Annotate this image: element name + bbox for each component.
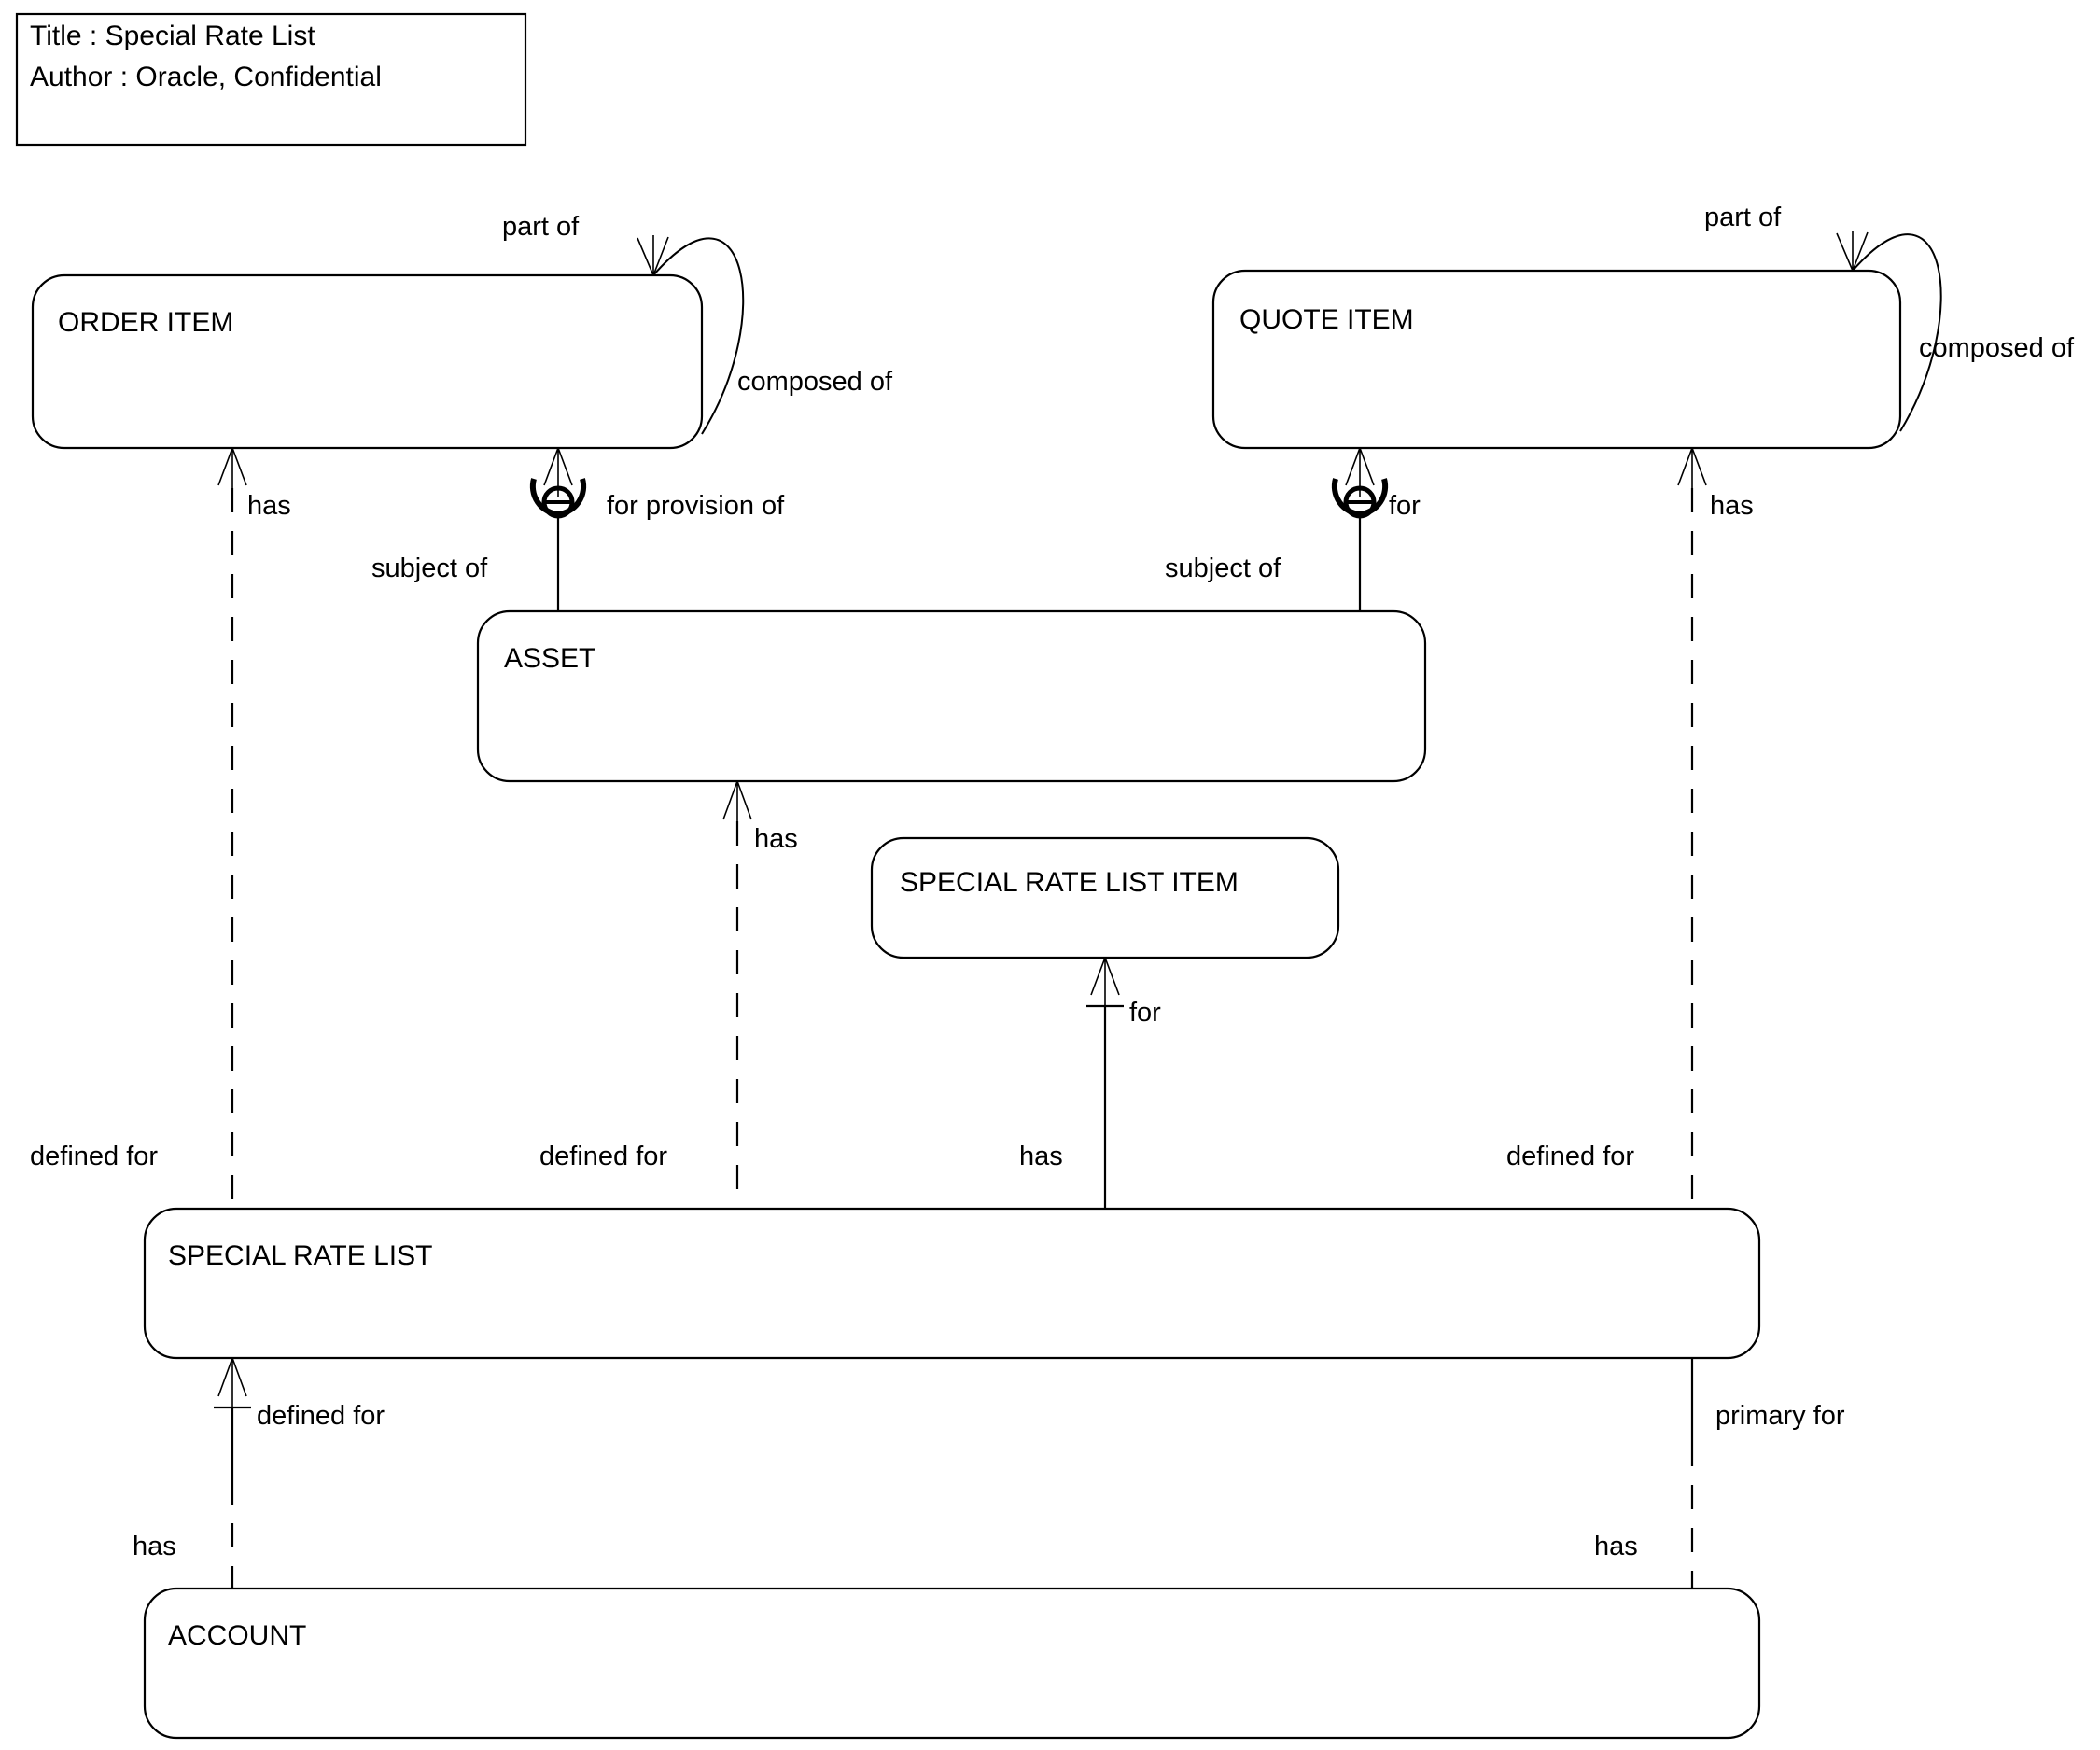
label-quote-item-part-of: part of (1704, 203, 1782, 232)
entity-special-rate-list[interactable]: SPECIAL RATE LIST (143, 1207, 1761, 1360)
entity-quote-item-label: QUOTE ITEM (1239, 304, 1414, 335)
label-srl-defined-for-quote-item: defined for (1506, 1141, 1634, 1171)
label-quote-item-composed-of: composed of (1919, 333, 2075, 363)
title-text-line: Title : Special Rate List (30, 21, 315, 51)
order-item-loop-crowfoot (637, 235, 669, 276)
label-srli-for: for (1129, 998, 1161, 1028)
title-box: Title : Special Rate List Author : Oracl… (15, 12, 527, 147)
entity-special-rate-list-item[interactable]: SPECIAL RATE LIST ITEM (870, 836, 1340, 959)
label-asset-subject-of-quote: subject of (1165, 553, 1281, 583)
relationship-asset-has-special-rate-list: has defined for (539, 780, 798, 1209)
label-srl-defined-for-order-item: defined for (30, 1141, 158, 1171)
relationship-srl-defined-for-account: defined for has (133, 1357, 385, 1589)
label-order-item-part-of: part of (502, 212, 580, 242)
label-account-has-primary: has (1594, 1532, 1638, 1561)
label-asset-has: has (754, 824, 798, 854)
label-srl-defined-for-account: defined for (257, 1401, 385, 1431)
entity-quote-item-box[interactable] (1211, 269, 1902, 450)
relationship-quote-item-for-asset: for subject of (1165, 447, 1421, 611)
relationship-srli-for-special-rate-list: for has (1019, 957, 1161, 1209)
label-srl-primary-for: primary for (1715, 1401, 1845, 1431)
entity-special-rate-list-box[interactable] (143, 1207, 1761, 1360)
label-account-has-srl: has (133, 1532, 176, 1561)
label-quote-item-for: for (1389, 491, 1421, 521)
author-text-line: Author : Oracle, Confidential (30, 62, 382, 92)
order-item-has-crowfoot (217, 447, 247, 488)
relationship-srl-primary-for-account: primary for has (1594, 1358, 1845, 1589)
label-order-item-composed-of: composed of (737, 367, 893, 397)
entity-order-item[interactable]: ORDER ITEM (31, 273, 704, 450)
entity-account-label: ACCOUNT (168, 1620, 306, 1651)
entity-account-box[interactable] (143, 1587, 1761, 1740)
label-order-item-for-provision-of: for provision of (607, 491, 785, 521)
order-item-loop-arc (652, 237, 745, 435)
relationship-order-item-self-loop: part of composed of (502, 212, 893, 435)
entity-account[interactable]: ACCOUNT (143, 1587, 1761, 1740)
quote-item-has-crowfoot (1677, 447, 1707, 488)
label-asset-subject-of-order: subject of (371, 553, 488, 583)
entity-quote-item[interactable]: QUOTE ITEM (1211, 269, 1902, 450)
entity-special-rate-list-item-box[interactable] (870, 836, 1340, 959)
entity-order-item-box[interactable] (31, 273, 704, 450)
relationship-quote-item-self-loop: part of composed of (1704, 203, 2075, 432)
quote-item-loop-arc (1852, 233, 1942, 432)
label-quote-item-has: has (1710, 491, 1754, 521)
entity-asset-label: ASSET (504, 643, 595, 674)
entity-order-item-label: ORDER ITEM (58, 307, 233, 338)
label-order-item-has: has (247, 491, 291, 521)
entity-asset-box[interactable] (476, 609, 1427, 783)
entity-special-rate-list-item-label: SPECIAL RATE LIST ITEM (900, 867, 1239, 898)
title-box-border (15, 12, 527, 147)
relationship-order-item-for-provision-of-asset: for provision of subject of (371, 447, 785, 611)
relationship-order-item-has-special-rate-list: has defined for (30, 447, 291, 1209)
label-srl-defined-for-asset: defined for (539, 1141, 667, 1171)
entity-special-rate-list-label: SPECIAL RATE LIST (168, 1240, 432, 1271)
entity-asset[interactable]: ASSET (476, 609, 1427, 783)
srli-for-crowfoot (1090, 957, 1120, 1006)
srl-defined-for-account-crowfoot (217, 1357, 247, 1407)
relationship-quote-item-has-special-rate-list: has defined for (1506, 447, 1754, 1209)
quote-item-loop-crowfoot (1836, 231, 1869, 272)
label-srl-has-srli: has (1019, 1141, 1063, 1171)
asset-has-crowfoot (722, 780, 752, 821)
